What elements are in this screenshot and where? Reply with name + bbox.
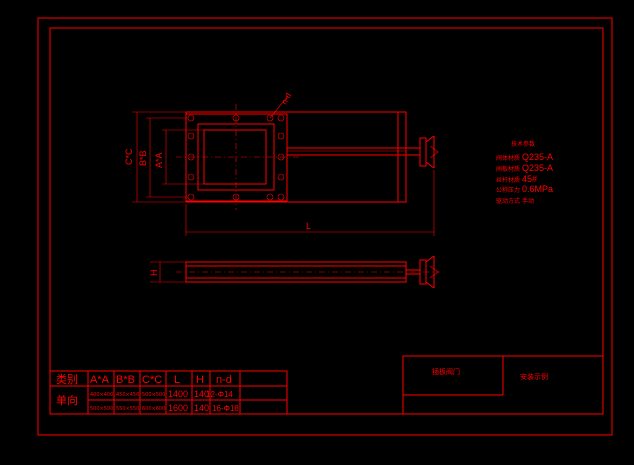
- spec-label-2: 丝杆材质: [496, 176, 520, 184]
- dim-c-label: C*C: [124, 148, 134, 165]
- spec-value-0: Q235-A: [522, 152, 553, 162]
- r0-c: 500×500: [142, 392, 165, 398]
- r1-b: 550×550: [116, 406, 139, 412]
- title-drawing: 安装示例: [520, 372, 548, 381]
- th-a: A*A: [90, 374, 110, 386]
- dimension-table: 类别 A*A B*B C*C L H n-d 单向 400×400 450×45…: [49, 370, 288, 415]
- r1-h: 140: [194, 403, 209, 413]
- spec-label-0: 阀体材质: [496, 154, 520, 162]
- end-plate: [397, 111, 407, 203]
- spec-label-1: 闸板材质: [496, 165, 520, 173]
- r1-a: 500×500: [90, 406, 113, 412]
- spec-label-3: 公称压力: [496, 186, 520, 194]
- r0-b: 450×450: [116, 392, 139, 398]
- th-l: L: [174, 374, 180, 386]
- r0-h: 140: [194, 389, 209, 399]
- r0-nd: 12-Φ14: [206, 390, 233, 399]
- spec-value-1: Q235-A: [522, 163, 553, 173]
- nd-leader: [269, 95, 289, 119]
- handwheel: [406, 135, 439, 169]
- th-type: 类别: [56, 372, 78, 386]
- flange-plate: [185, 113, 288, 202]
- th-nd: n-d: [216, 374, 232, 386]
- dim-h-label: H: [149, 270, 159, 277]
- spec-title: 技术参数: [511, 140, 535, 148]
- r0-l: 1400: [168, 389, 188, 399]
- spec-label-4: 驱动方式: [496, 197, 520, 205]
- th-c: C*C: [142, 374, 162, 386]
- spec-value-4: 手动: [522, 197, 534, 205]
- spec-notes: 技术参数 阀体材质 Q235-A 闸板材质 Q235-A 丝杆材质 45# 公称…: [496, 140, 553, 205]
- title-block: 插板阀门 安装示例: [402, 355, 604, 415]
- th-b: B*B: [116, 374, 135, 386]
- outer-border: [37, 17, 613, 436]
- side-view: H: [149, 255, 440, 289]
- th-h: H: [196, 374, 204, 386]
- dim-l-label: L: [306, 221, 311, 231]
- front-view: n-d C*C B*B A*A L: [124, 91, 439, 236]
- r0-a: 400×400: [90, 392, 113, 398]
- r1-nd: 16-Φ18: [212, 404, 239, 413]
- dim-a-label: A*A: [154, 152, 164, 168]
- spec-value-2: 45#: [522, 174, 537, 184]
- row-type: 单向: [56, 393, 78, 407]
- spec-value-3: 0.6MPa: [522, 184, 553, 194]
- dim-b-label: B*B: [138, 150, 148, 166]
- r1-l: 1600: [168, 403, 188, 413]
- r1-c: 600×600: [142, 406, 165, 412]
- inner-border: [49, 27, 604, 415]
- title-name: 插板阀门: [432, 367, 460, 376]
